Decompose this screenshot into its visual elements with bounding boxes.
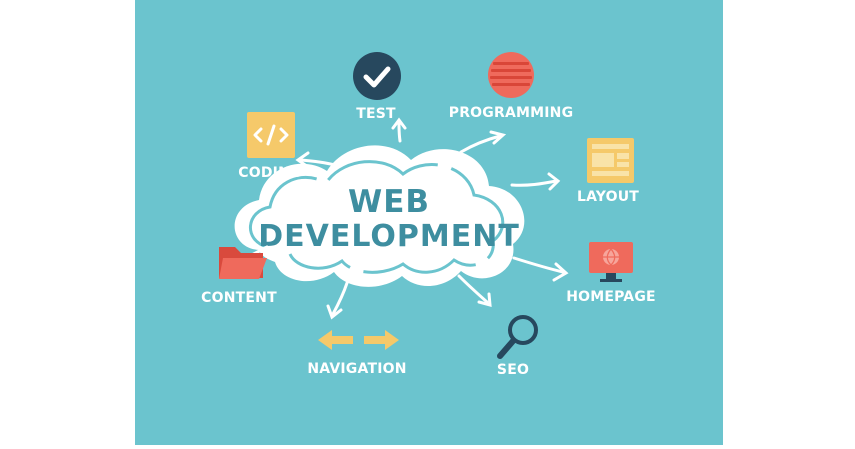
globe-lines-icon [603,248,619,266]
label-content: CONTENT [201,290,277,306]
node-seo: SEO [497,315,538,378]
node-content: CONTENT [201,247,277,306]
label-seo: SEO [497,362,529,378]
binary-code-icon [488,52,534,98]
central-cloud: WEB DEVELOPMENT [234,145,525,287]
label-navigation: NAVIGATION [307,361,406,377]
arrow-to-homepage-head [552,262,569,282]
layout-side-block [617,162,629,167]
label-layout: LAYOUT [577,189,639,205]
check-circle-icon [353,52,401,100]
node-layout: LAYOUT [577,138,639,205]
arrow-to-navigation-head [326,304,343,320]
arrow-to-coding [299,158,337,167]
label-homepage: HOMEPAGE [566,289,656,305]
arrow-to-layout-head [547,172,561,191]
layout-footer-block [592,171,629,176]
code-symbol-icon [253,124,289,146]
arrow-to-seo [457,274,489,304]
cloud-shape [234,145,525,287]
center-title-line-1: WEB [348,184,430,220]
connector-arrows [224,117,569,320]
right-arrow-icon [364,330,399,350]
web-development-diagram: WEB DEVELOPMENT [135,0,723,445]
node-programming: PROGRAMMING [449,52,574,121]
label-test: TEST [356,106,396,122]
magnifier-handle-icon [497,338,516,359]
cloud-inner-outline [248,160,505,274]
monitor-base-icon [600,279,622,282]
arrow-to-programming-head [489,130,507,145]
node-coding: CODING [238,112,302,181]
label-coding: CODING [238,165,301,181]
arrow-to-homepage [512,256,565,274]
node-navigation: NAVIGATION [307,330,406,377]
left-arrow-icon [318,330,353,350]
arrow-to-test-head [391,117,407,130]
monitor-stand-icon [606,273,616,279]
checkmark-icon [363,66,391,88]
arrow-to-test [397,122,402,143]
infographic-panel: WEB DEVELOPMENT [135,0,723,445]
folder-front-icon [219,258,267,279]
binary-code-stripes [490,62,532,86]
arrow-to-navigation [331,281,349,316]
magnifier-icon [508,315,538,345]
layout-header-block [592,144,629,149]
node-homepage: HOMEPAGE [566,242,656,305]
arrow-to-layout [510,179,558,187]
label-programming: PROGRAMMING [449,105,574,121]
center-title-line-2: DEVELOPMENT [258,219,520,254]
layout-side-block [617,153,629,159]
node-test: TEST [353,52,401,122]
arrow-to-programming [459,134,502,154]
layout-main-block [592,153,614,167]
arrow-to-seo-head [477,292,492,308]
arrow-to-coding-head [295,151,310,169]
